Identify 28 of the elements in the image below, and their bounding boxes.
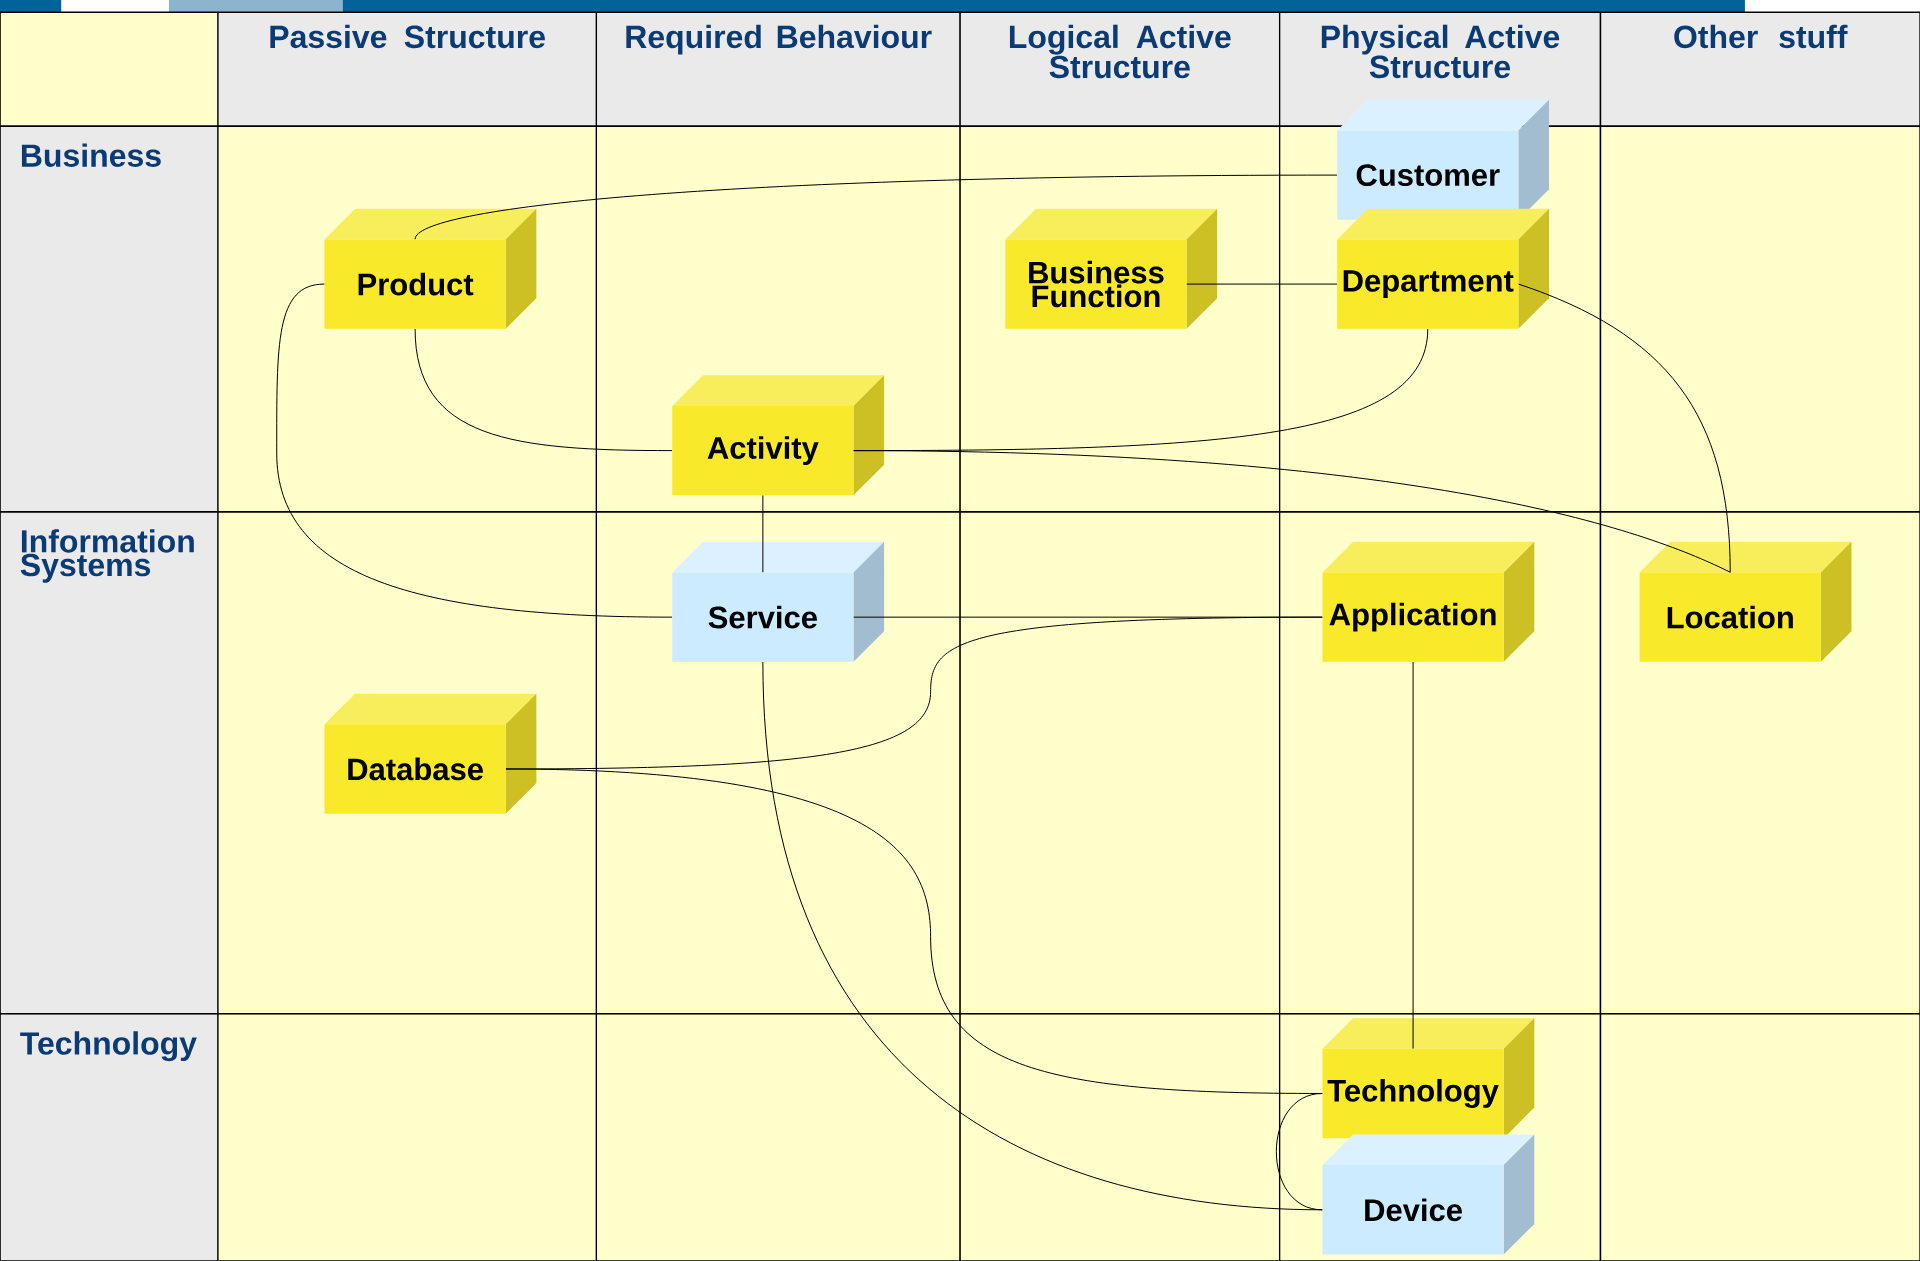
- cube: Technology: [1322, 1018, 1535, 1139]
- row-header: Business: [21, 143, 161, 167]
- connector: [1275, 1093, 1323, 1211]
- cube: Customer: [1337, 99, 1549, 220]
- connector: [1412, 661, 1414, 1050]
- connector: [276, 283, 673, 618]
- row-header: Technology: [20, 1031, 197, 1062]
- row-header: Information Systems: [20, 529, 194, 583]
- column-header: Passive Structure: [270, 24, 545, 49]
- cube: Location: [1639, 541, 1852, 662]
- column-header: Physical Active Structure: [1321, 24, 1560, 79]
- column-header: Logical Active Structure: [1009, 24, 1231, 79]
- connector: [414, 328, 673, 452]
- cube: Database: [324, 693, 537, 814]
- connector: [414, 174, 1338, 240]
- column-header: Other stuff: [1674, 24, 1848, 49]
- connector: [1518, 283, 1731, 573]
- cube: Product: [324, 208, 537, 329]
- column-header: Required Behaviour: [626, 24, 932, 55]
- connector: [853, 450, 1731, 573]
- connector: [1186, 283, 1338, 285]
- cube: Activity: [672, 375, 885, 496]
- cube: Application: [1322, 541, 1535, 662]
- cube: Service: [672, 541, 885, 662]
- connector: [762, 495, 764, 573]
- cube: Device: [1322, 1134, 1535, 1255]
- cube: Department: [1337, 208, 1549, 329]
- cube: Business Function: [1005, 208, 1218, 329]
